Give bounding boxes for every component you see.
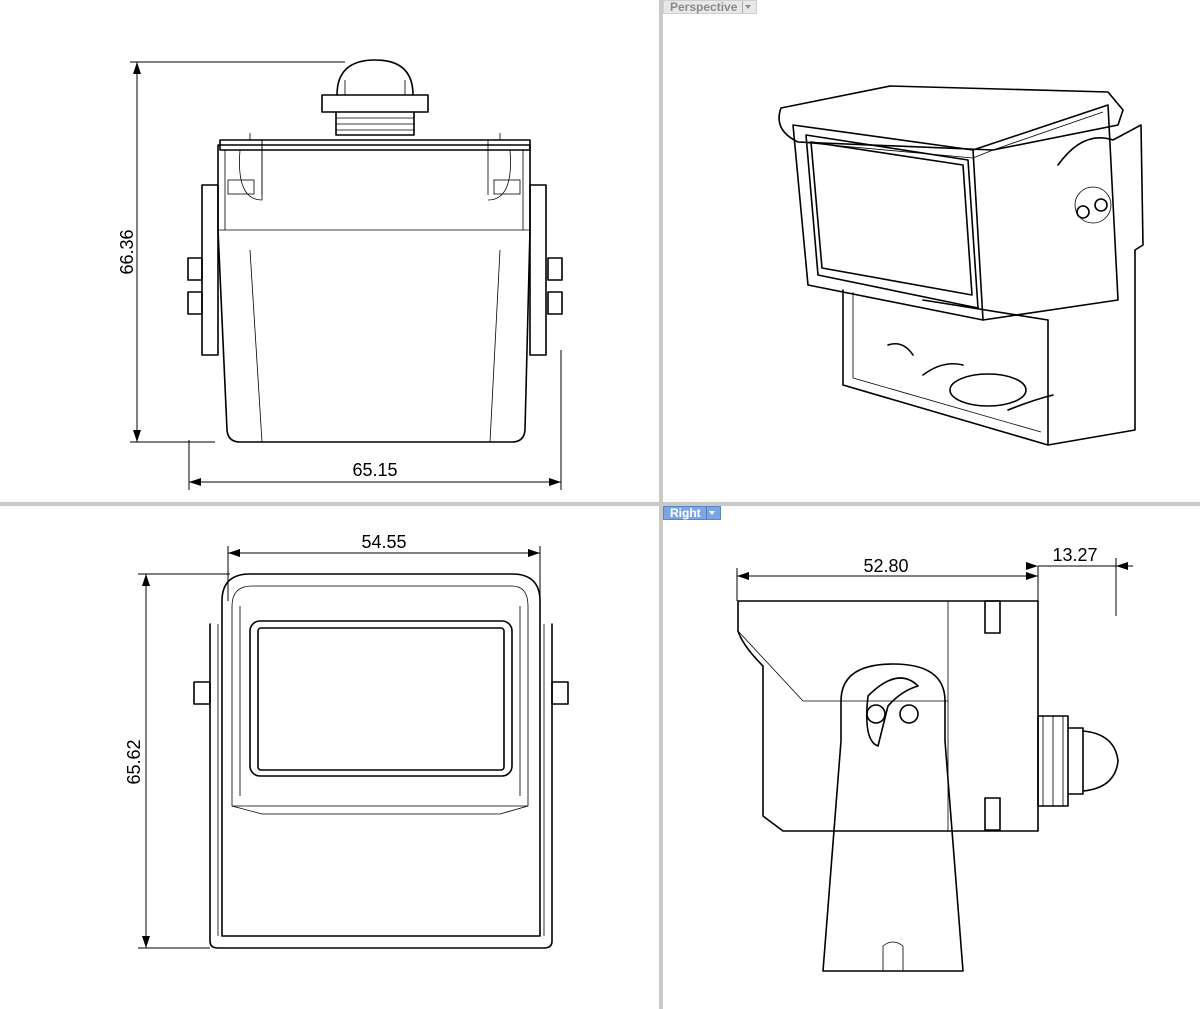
screen: [257, 627, 505, 771]
housing-outline: [217, 144, 531, 443]
viewport-bottom-left[interactable]: 54.55 65.62: [0, 506, 659, 1009]
dim-height-line: [138, 573, 230, 949]
bracket-left: [201, 184, 219, 356]
dim-depth-line: [736, 566, 1039, 601]
sun-visor: [778, 85, 1124, 151]
side-bracket: [1047, 124, 1144, 446]
dim-width-text: 65.15: [352, 460, 397, 480]
chevron-down-icon[interactable]: [742, 1, 752, 13]
bracket-right: [529, 184, 547, 356]
housing-side: [737, 600, 1039, 832]
viewport-top-right[interactable]: Perspective: [663, 0, 1200, 502]
chevron-down-icon[interactable]: [705, 507, 716, 519]
viewport-bottom-right[interactable]: Right 52.80 13.27: [663, 506, 1200, 1009]
perspective-drawing: [778, 85, 1144, 446]
bottom-bracket: [842, 289, 1049, 446]
top-rim: [219, 139, 531, 151]
dim-offset-text: 13.27: [1052, 545, 1097, 565]
right-view-drawing: 52.80 13.27: [736, 545, 1133, 972]
screen: [810, 141, 973, 296]
viewport-label-text: Right: [670, 506, 701, 520]
viewport-label-right[interactable]: Right: [663, 506, 721, 520]
front-view-drawing: 54.55 65.62: [124, 532, 569, 949]
viewport-label-perspective[interactable]: Perspective: [663, 0, 758, 14]
dim-depth-text: 52.80: [863, 556, 908, 576]
viewport-top-left[interactable]: 66.36 65.15: [0, 0, 659, 502]
viewport-divider-horizontal[interactable]: [0, 502, 1200, 506]
side-bracket-arm: [822, 663, 964, 972]
screen-frame: [249, 620, 513, 777]
cable-gland: [321, 94, 429, 113]
dim-height-text: 65.62: [124, 739, 144, 784]
top-view-drawing: 66.36 65.15: [117, 59, 563, 490]
dim-height-line: [130, 61, 345, 443]
dim-height-text: 66.36: [117, 229, 137, 274]
viewport-label-text: Perspective: [670, 0, 738, 14]
dim-width-text: 54.55: [361, 532, 406, 552]
dim-width-line: [188, 350, 562, 490]
u-bracket: [209, 623, 553, 949]
screen-frame: [805, 134, 979, 309]
